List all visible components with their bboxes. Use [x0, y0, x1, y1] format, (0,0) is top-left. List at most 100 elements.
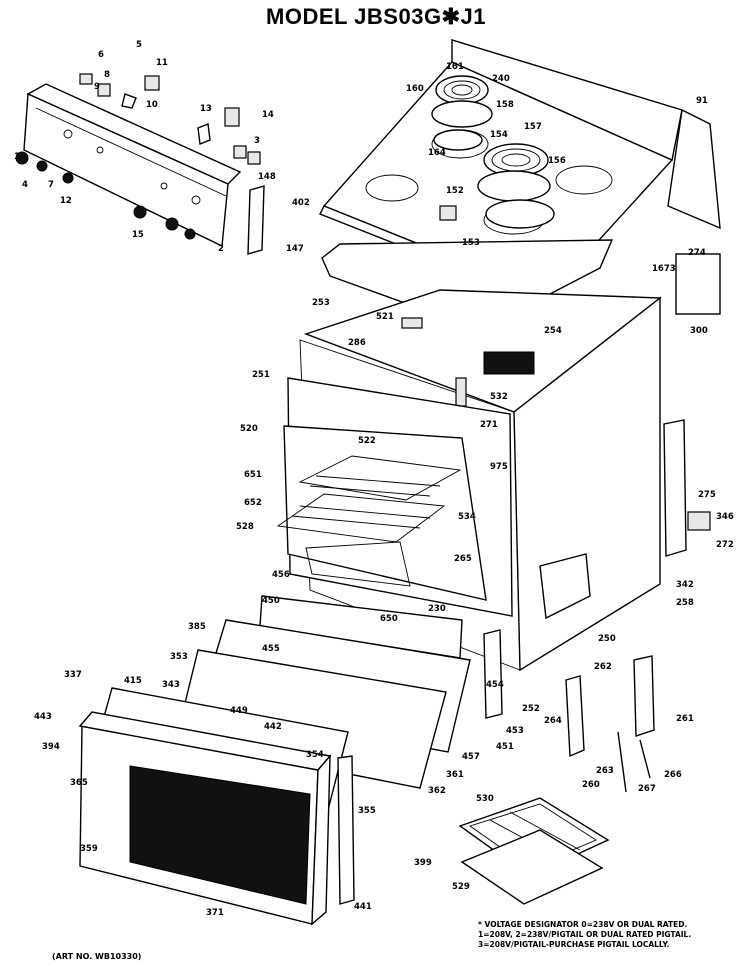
part-label-355: 355	[358, 806, 376, 816]
note-line: 3=208V/PIGTAIL-PURCHASE PIGTAIL LOCALLY.	[478, 940, 670, 949]
part-label-456: 456	[272, 570, 290, 580]
part-label-441: 441	[354, 902, 372, 912]
part-label-652: 652	[244, 498, 262, 508]
part-label-455: 455	[262, 644, 280, 654]
part-label-160: 160	[406, 84, 424, 94]
part-label-164: 164	[428, 148, 446, 158]
part-label-450: 450	[262, 596, 280, 606]
part-label-975: 975	[490, 462, 508, 472]
part-label-534: 534	[458, 512, 476, 522]
part-label-385: 385	[188, 622, 206, 632]
part-label-415: 415	[124, 676, 142, 686]
part-label-528: 528	[236, 522, 254, 532]
part-label-265: 265	[454, 554, 472, 564]
part-label-157: 157	[524, 122, 542, 132]
side-trim	[247, 185, 265, 255]
part-label-272: 272	[716, 540, 734, 550]
part-label-371: 371	[206, 908, 224, 918]
door-hinge-bar	[337, 755, 355, 905]
part-label-7: 7	[48, 180, 54, 190]
terminal-block	[687, 511, 711, 531]
part-label-14: 14	[262, 110, 274, 120]
part-label-11: 11	[156, 58, 168, 68]
part-label-394: 394	[42, 742, 60, 752]
part-label-442: 442	[264, 722, 282, 732]
part-label-10: 10	[146, 100, 158, 110]
part-label-258: 258	[676, 598, 694, 608]
part-label-286: 286	[348, 338, 366, 348]
part-label-5: 5	[136, 40, 142, 50]
note-line: * VOLTAGE DESIGNATOR 0=238V OR DUAL RATE…	[478, 920, 688, 929]
part-label-457: 457	[462, 752, 480, 762]
part-label-651: 651	[244, 470, 262, 480]
part-label-365: 365	[70, 778, 88, 788]
part-label-453: 453	[506, 726, 524, 736]
oven-door	[78, 711, 332, 926]
part-label-251: 251	[252, 370, 270, 380]
broiler-pan	[458, 797, 610, 905]
part-label-337: 337	[64, 670, 82, 680]
part-label-300: 300	[690, 326, 708, 336]
part-label-451: 451	[496, 742, 514, 752]
part-label-520: 520	[240, 424, 258, 434]
part-label-443: 443	[34, 712, 52, 722]
part-label-1: 1	[14, 152, 20, 162]
part-label-275: 275	[698, 490, 716, 500]
part-label-9: 9	[94, 82, 100, 92]
knobs	[15, 151, 196, 240]
part-label-359: 359	[80, 844, 98, 854]
part-label-148: 148	[258, 172, 276, 182]
part-label-271: 271	[480, 420, 498, 430]
part-label-362: 362	[428, 786, 446, 796]
oven-cavity	[283, 425, 487, 601]
part-label-521: 521	[376, 312, 394, 322]
part-label-650: 650	[380, 614, 398, 624]
part-label-346: 346	[716, 512, 734, 522]
door-hinges	[483, 629, 655, 793]
part-label-252: 252	[522, 704, 540, 714]
part-label-399: 399	[414, 858, 432, 868]
model-title: MODEL JBS03G✱J1	[266, 4, 486, 29]
part-label-3: 3	[254, 136, 260, 146]
note-line: 1=208V, 2=238V/PIGTAIL OR DUAL RATED PIG…	[478, 930, 692, 939]
part-label-147: 147	[286, 244, 304, 254]
part-label-264: 264	[544, 716, 562, 726]
part-label-274: 274	[688, 248, 706, 258]
part-label-532: 532	[490, 392, 508, 402]
part-label-454: 454	[486, 680, 504, 690]
art-number: (ART NO. WB10330)	[52, 952, 142, 961]
surface-elements	[431, 75, 555, 229]
part-label-91: 91	[696, 96, 708, 106]
rear-cover	[675, 253, 721, 315]
part-label-253: 253	[312, 298, 330, 308]
control-panel	[23, 83, 242, 248]
part-label-13: 13	[200, 104, 212, 114]
part-label-261: 261	[676, 714, 694, 724]
part-label-353: 353	[170, 652, 188, 662]
part-label-354: 354	[306, 750, 324, 760]
part-label-250: 250	[598, 634, 616, 644]
oven-racks	[276, 455, 462, 587]
side-strip	[663, 419, 687, 557]
part-label-152: 152	[446, 186, 464, 196]
part-label-529: 529	[452, 882, 470, 892]
part-label-4: 4	[22, 180, 28, 190]
part-label-254: 254	[544, 326, 562, 336]
part-label-342: 342	[676, 580, 694, 590]
small-switches	[79, 73, 261, 165]
part-label-6: 6	[98, 50, 104, 60]
part-label-15: 15	[132, 230, 144, 240]
part-label-12: 12	[60, 196, 72, 206]
part-label-266: 266	[664, 770, 682, 780]
part-label-260: 260	[582, 780, 600, 790]
part-label-2: 2	[218, 244, 224, 254]
part-label-530: 530	[476, 794, 494, 804]
part-label-343: 343	[162, 680, 180, 690]
part-label-8: 8	[104, 70, 110, 80]
part-label-361: 361	[446, 770, 464, 780]
range-body	[299, 289, 662, 672]
part-label-154: 154	[490, 130, 508, 140]
part-label-267: 267	[638, 784, 656, 794]
part-label-158: 158	[496, 100, 514, 110]
